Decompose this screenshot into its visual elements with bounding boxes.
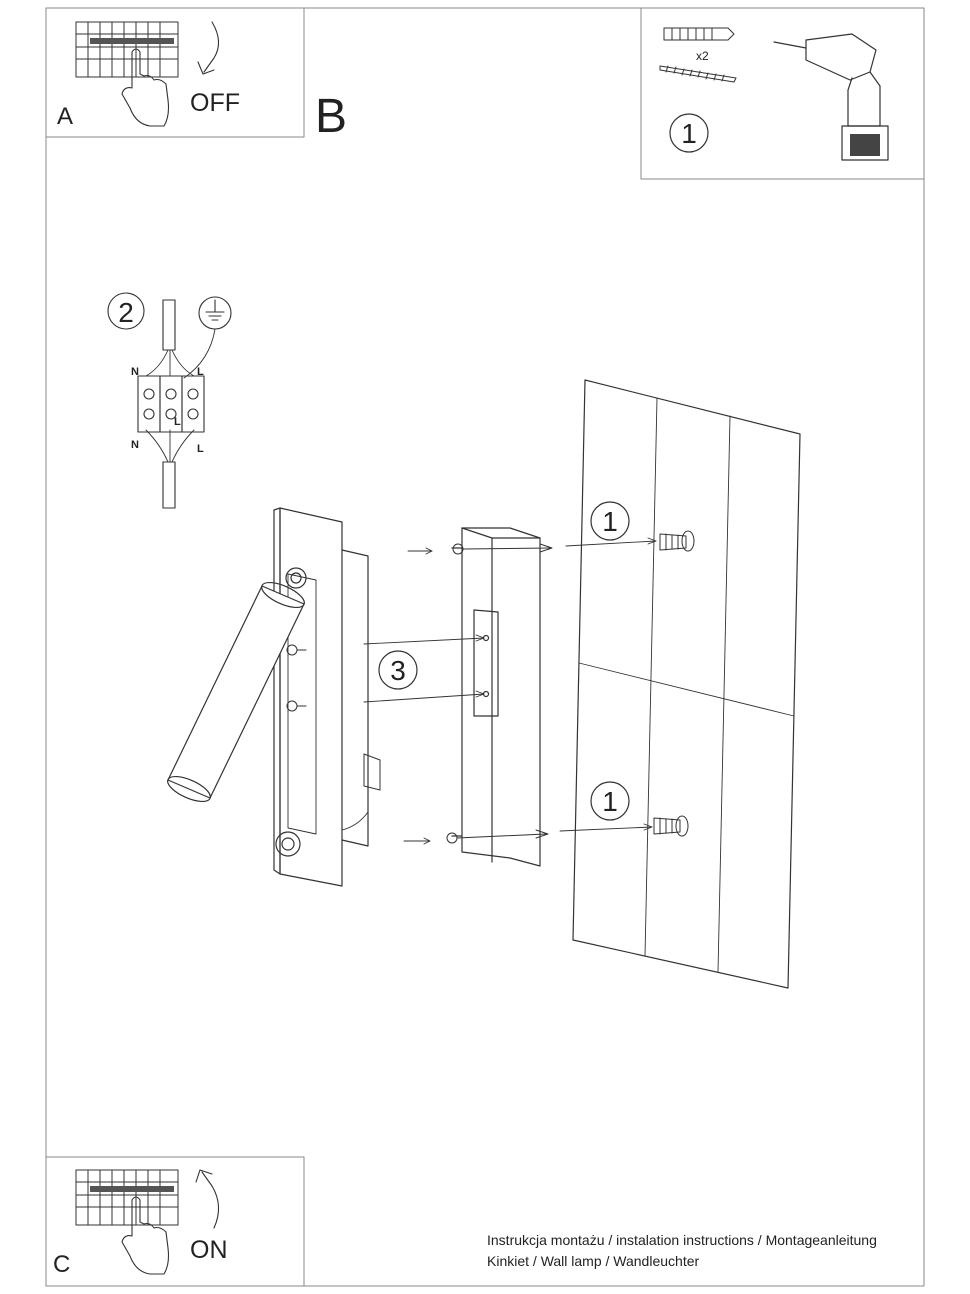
turn-arrow-icon — [197, 21, 220, 75]
direction-arrows — [363, 537, 657, 845]
svg-text:1: 1 — [602, 506, 618, 537]
terminal-label-l-bottom: L — [197, 443, 204, 455]
step-1-top-badge: 1 — [590, 501, 630, 541]
tools-panel: x2 1 — [640, 7, 925, 180]
svg-text:1: 1 — [602, 786, 618, 817]
svg-text:2: 2 — [118, 297, 134, 328]
footer-line-2: Kinkiet / Wall lamp / Wandleuchter — [487, 1253, 700, 1269]
wiring-diagram: 2 N L L N L — [107, 292, 232, 509]
drill-icon — [773, 33, 889, 161]
step-1-badge: 1 — [669, 113, 709, 153]
cable-top — [162, 299, 176, 351]
wall-plug-bottom — [653, 815, 689, 837]
wall-panel — [572, 379, 801, 989]
panel-a-state-label: OFF — [190, 89, 240, 117]
svg-text:1: 1 — [681, 118, 697, 149]
breaker-icon — [75, 21, 179, 78]
wall-plug-icon — [663, 27, 735, 41]
turn-arrow-icon — [195, 1169, 220, 1229]
terminal-label-n-top: N — [131, 366, 139, 378]
lamp-arm — [167, 581, 305, 803]
terminal-label-l-center: L — [174, 416, 181, 428]
ground-symbol-icon — [198, 296, 232, 330]
wall-plug-top — [659, 530, 695, 552]
panel-c-letter: C — [53, 1251, 70, 1278]
cable-bottom — [162, 461, 176, 509]
panel-c-state-label: ON — [190, 1236, 228, 1264]
terminal-label-l-top: L — [197, 366, 204, 378]
mounting-bracket — [451, 527, 541, 867]
panel-a-letter: A — [57, 103, 73, 130]
footer-line-1: Instrukcja montażu / instalation instruc… — [487, 1232, 877, 1248]
terminal-label-n-bottom: N — [131, 439, 139, 451]
svg-text:3: 3 — [390, 655, 406, 686]
step-2-badge: 2 — [107, 292, 145, 330]
panel-c: ON C — [45, 1156, 305, 1287]
footer-caption: Instrukcja montażu / instalation instruc… — [487, 1230, 877, 1272]
panel-a: OFF A — [45, 7, 305, 138]
lamp-screw-bottom — [286, 700, 307, 712]
step-1-bottom-badge: 1 — [590, 781, 630, 821]
screw-top — [452, 543, 553, 555]
page-frame — [45, 7, 925, 1287]
lamp-body — [273, 507, 381, 887]
panel-b-letter: B — [315, 90, 347, 143]
quantity-label: x2 — [696, 49, 709, 63]
screw-bottom — [446, 829, 549, 844]
step-3-badge: 3 — [378, 650, 418, 690]
screw-icon — [659, 65, 737, 83]
hand-icon — [121, 48, 170, 127]
lamp-screw-top — [286, 644, 307, 656]
terminal-block — [137, 375, 205, 433]
breaker-icon — [75, 1169, 179, 1226]
hand-icon — [121, 1196, 170, 1275]
